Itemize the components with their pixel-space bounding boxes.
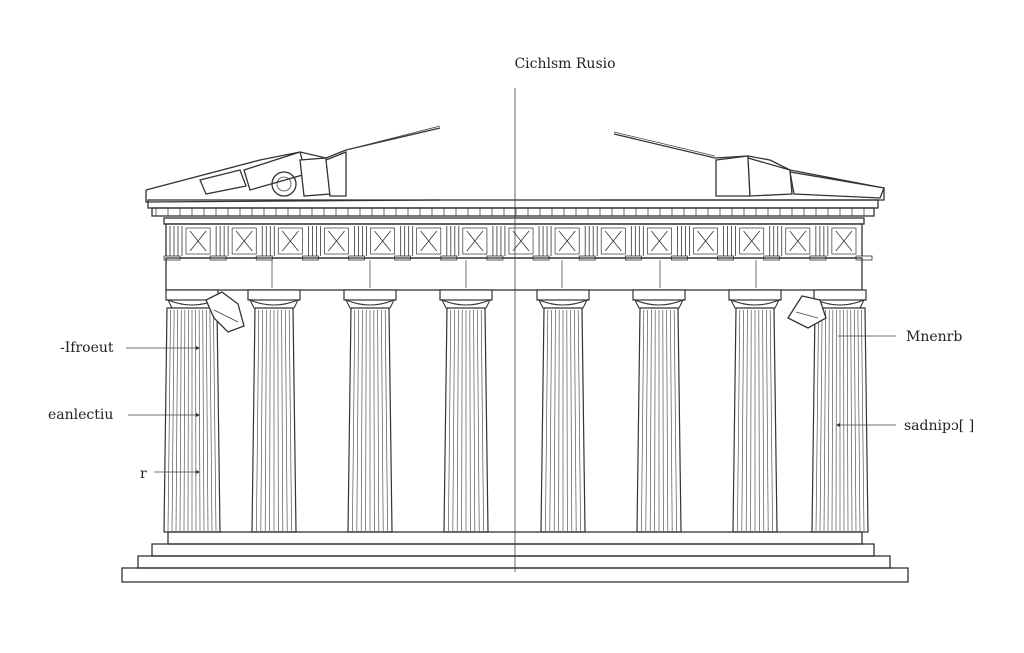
frieze-panel — [447, 226, 487, 256]
frieze-panel — [770, 226, 810, 256]
label-left-3: r — [140, 466, 147, 482]
label-right-2: sadnipɔ[ ] — [904, 418, 974, 434]
label-left-1: -Ifroeut — [60, 340, 114, 356]
frieze-panel — [355, 226, 395, 256]
frieze-panel — [816, 226, 856, 256]
frieze-triglyphs — [164, 226, 872, 260]
frieze-panel — [585, 226, 625, 256]
column — [633, 290, 685, 532]
column — [344, 290, 396, 532]
frieze-panel — [216, 226, 256, 256]
column — [812, 290, 868, 532]
column — [537, 290, 589, 532]
label-right-1: Mnenrb — [906, 329, 962, 345]
architrave — [272, 260, 756, 288]
cornice-dentils — [156, 208, 864, 216]
frieze-panel — [724, 226, 764, 256]
column — [248, 290, 300, 532]
column — [164, 290, 220, 532]
label-left-2: eanlectiu — [48, 407, 113, 423]
frieze-panel — [677, 226, 717, 256]
column — [440, 290, 492, 532]
diagram-title: Cichlsm Rusio — [514, 56, 615, 72]
frieze-panel — [493, 226, 533, 256]
colonnade — [164, 290, 868, 532]
frieze-panel — [262, 226, 302, 256]
frieze-panel — [170, 226, 210, 256]
column — [729, 290, 781, 532]
entablature — [148, 200, 878, 290]
frieze-panel — [308, 226, 348, 256]
frieze-panel — [631, 226, 671, 256]
frieze-panel — [401, 226, 441, 256]
frieze-panel — [539, 226, 579, 256]
